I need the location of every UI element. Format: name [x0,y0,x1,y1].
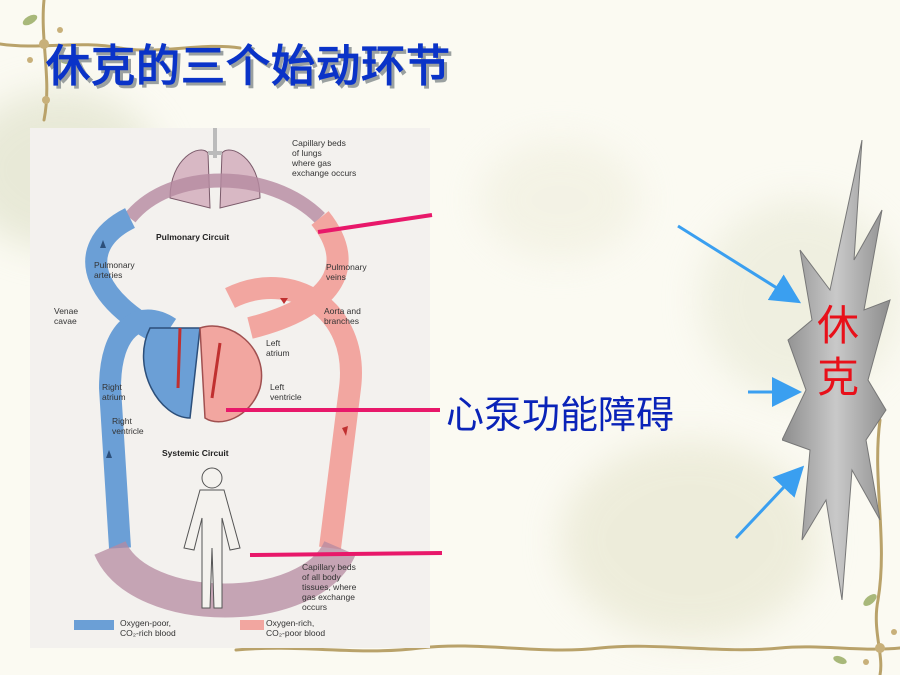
label-right-atrium: Right [102,382,122,392]
background-blob [480,140,640,260]
label-capillary-body: gas exchange [302,592,355,602]
label-aorta: Aorta and [324,306,361,316]
body-capillary-bed [94,539,356,618]
human-silhouette [183,467,241,609]
legend-oxygen-rich: Oxygen-rich, [266,618,314,628]
burst-char-1: 休 [816,301,859,350]
shock-burst-shape [782,140,891,600]
label-capillary-lungs: where gas [291,158,331,168]
label-venae-cavae: Venae [54,306,78,316]
legend-swatch-oxygen-rich [240,620,264,630]
legend-swatch-oxygen-poor [74,620,114,630]
legend-oxygen-poor: Oxygen-poor, [120,618,171,628]
flow-arrow [106,450,112,458]
main-label: 心泵功能障碍 [446,393,675,437]
label-right-atrium: atrium [102,392,126,402]
venae-cavae-path [98,309,177,549]
label-left-atrium: atrium [266,348,290,358]
flow-arrow [100,240,106,248]
label-right-ventricle: Right [112,416,132,426]
lung-capillary-bed [124,173,325,224]
label-systemic-circuit: Systemic Circuit [162,448,229,458]
flow-arrows [280,298,348,436]
pulmonary-vein-path [247,211,349,339]
pointer-line-top [317,213,433,234]
label-capillary-body: occurs [302,602,327,612]
label-venae-cavae: cavae [54,316,77,326]
label-capillary-body: tissues, where [302,582,357,592]
label-left-atrium: Left [266,338,281,348]
label-left-ventricle: ventricle [270,392,302,402]
legend-oxygen-poor: CO₂-rich blood [120,628,176,638]
label-pulmonary-circuit: Pulmonary Circuit [156,232,229,242]
label-capillary-body: of all body [302,572,341,582]
label-capillary-body: Capillary beds [302,562,356,572]
label-right-ventricle: ventricle [112,426,144,436]
aorta-path [225,277,362,550]
label-capillary-lungs: of lungs [292,148,322,158]
label-left-ventricle: Left [270,382,285,392]
label-pulmonary-arteries: arteries [94,270,122,280]
burst-char-2: 克 [816,353,859,402]
arrow-top [677,224,802,304]
label-pulmonary-veins: Pulmonary [326,262,367,272]
slide-title: 休克的三个始动环节 [46,41,451,92]
burst-label: 休 克 [808,300,868,404]
heart-illustration [142,325,263,423]
circulation-diagram: Capillary beds of lungs where gas exchan… [30,128,430,648]
label-pulmonary-veins: veins [326,272,346,282]
pointer-line-bottom [249,551,443,557]
label-capillary-lungs: exchange occurs [292,168,356,178]
label-capillary-lungs: Capillary beds [292,138,346,148]
legend-oxygen-rich: CO₂-poor blood [266,628,325,638]
label-aorta: branches [324,316,359,326]
label-pulmonary-arteries: Pulmonary [94,260,135,270]
arrow-bottom [734,465,805,540]
